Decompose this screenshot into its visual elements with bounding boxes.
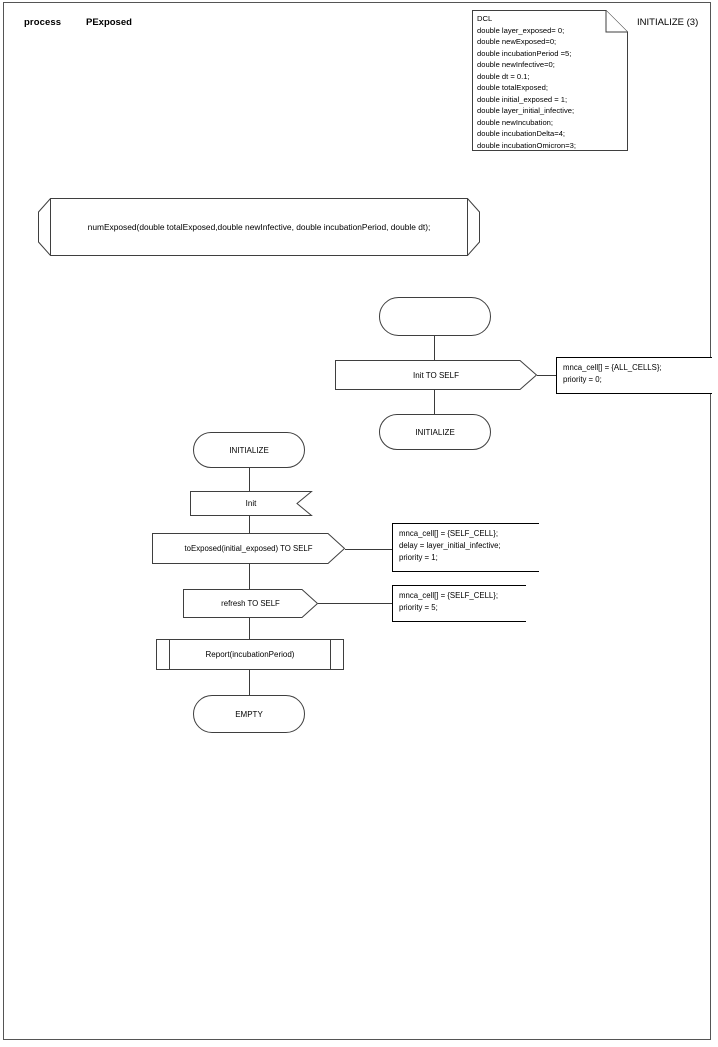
nextstate-empty-symbol[interactable]: EMPTY — [193, 695, 305, 733]
declaration-note-block: DCL double layer_exposed= 0; double newE… — [472, 10, 628, 151]
connector-input-to-output1 — [249, 516, 250, 533]
connector-start-to-init-output — [434, 336, 435, 360]
process-name-label: PExposed — [86, 17, 132, 28]
connector-init-output-to-comment — [537, 375, 556, 376]
output-refresh-outline-shape — [183, 589, 319, 618]
comment-box-refresh: mnca_cell[] = {SELF_CELL}; priority = 5; — [392, 585, 526, 622]
comment-box-refresh-text: mnca_cell[] = {SELF_CELL}; priority = 5; — [399, 591, 499, 612]
declaration-text: DCL double layer_exposed= 0; double newE… — [477, 14, 576, 151]
note-outline-shape — [472, 10, 628, 151]
predefined-process-report-symbol[interactable]: Report(incubationPeriod) — [156, 639, 344, 670]
procedure-outline-shape — [38, 198, 480, 256]
output-init-to-self-outline-shape — [335, 360, 538, 390]
connector-init-output-to-state — [434, 390, 435, 414]
output-refresh-symbol[interactable]: refresh TO SELF — [183, 589, 319, 618]
nextstate-initialize-symbol[interactable]: INITIALIZE — [379, 414, 491, 450]
procedure-signature-text: numExposed(double totalExposed,double ne… — [87, 222, 431, 232]
start-state-symbol[interactable] — [379, 297, 491, 336]
connector-refresh-to-comment — [318, 603, 392, 604]
nextstate-empty-outline-shape — [193, 695, 305, 733]
process-keyword-label: process — [24, 17, 62, 28]
connector-state-to-input — [249, 468, 250, 491]
procedure-symbol[interactable]: numExposed(double totalExposed,double ne… — [38, 198, 480, 256]
comment-box-toexposed-text: mnca_cell[] = {SELF_CELL}; delay = layer… — [399, 529, 501, 562]
output-init-to-self-symbol[interactable]: Init TO SELF — [335, 360, 538, 390]
start-state-outline-shape — [379, 297, 491, 336]
input-init-outline-shape — [190, 491, 313, 516]
page-border-frame — [3, 2, 711, 1040]
connector-output2-to-task — [249, 618, 250, 639]
output-toexposed-outline-shape — [152, 533, 346, 564]
comment-box-init-to-self-text: mnca_cell[] = {ALL_CELLS}; priority = 0; — [563, 363, 662, 384]
predefined-process-report-outline-shape — [156, 639, 344, 670]
output-toexposed-symbol[interactable]: toExposed(initial_exposed) TO SELF — [152, 533, 346, 564]
state-initialize-symbol[interactable]: INITIALIZE — [193, 432, 305, 468]
initialize-count-note: INITIALIZE (3) — [637, 17, 699, 28]
state-initialize-outline-shape — [193, 432, 305, 468]
input-init-symbol[interactable]: Init — [190, 491, 313, 516]
nextstate-initialize-outline-shape — [379, 414, 491, 450]
comment-box-init-to-self: mnca_cell[] = {ALL_CELLS}; priority = 0; — [556, 357, 712, 394]
connector-output1-to-output2 — [249, 564, 250, 589]
connector-task-to-end — [249, 670, 250, 695]
comment-box-toexposed: mnca_cell[] = {SELF_CELL}; delay = layer… — [392, 523, 539, 572]
connector-toexposed-to-comment — [345, 549, 392, 550]
